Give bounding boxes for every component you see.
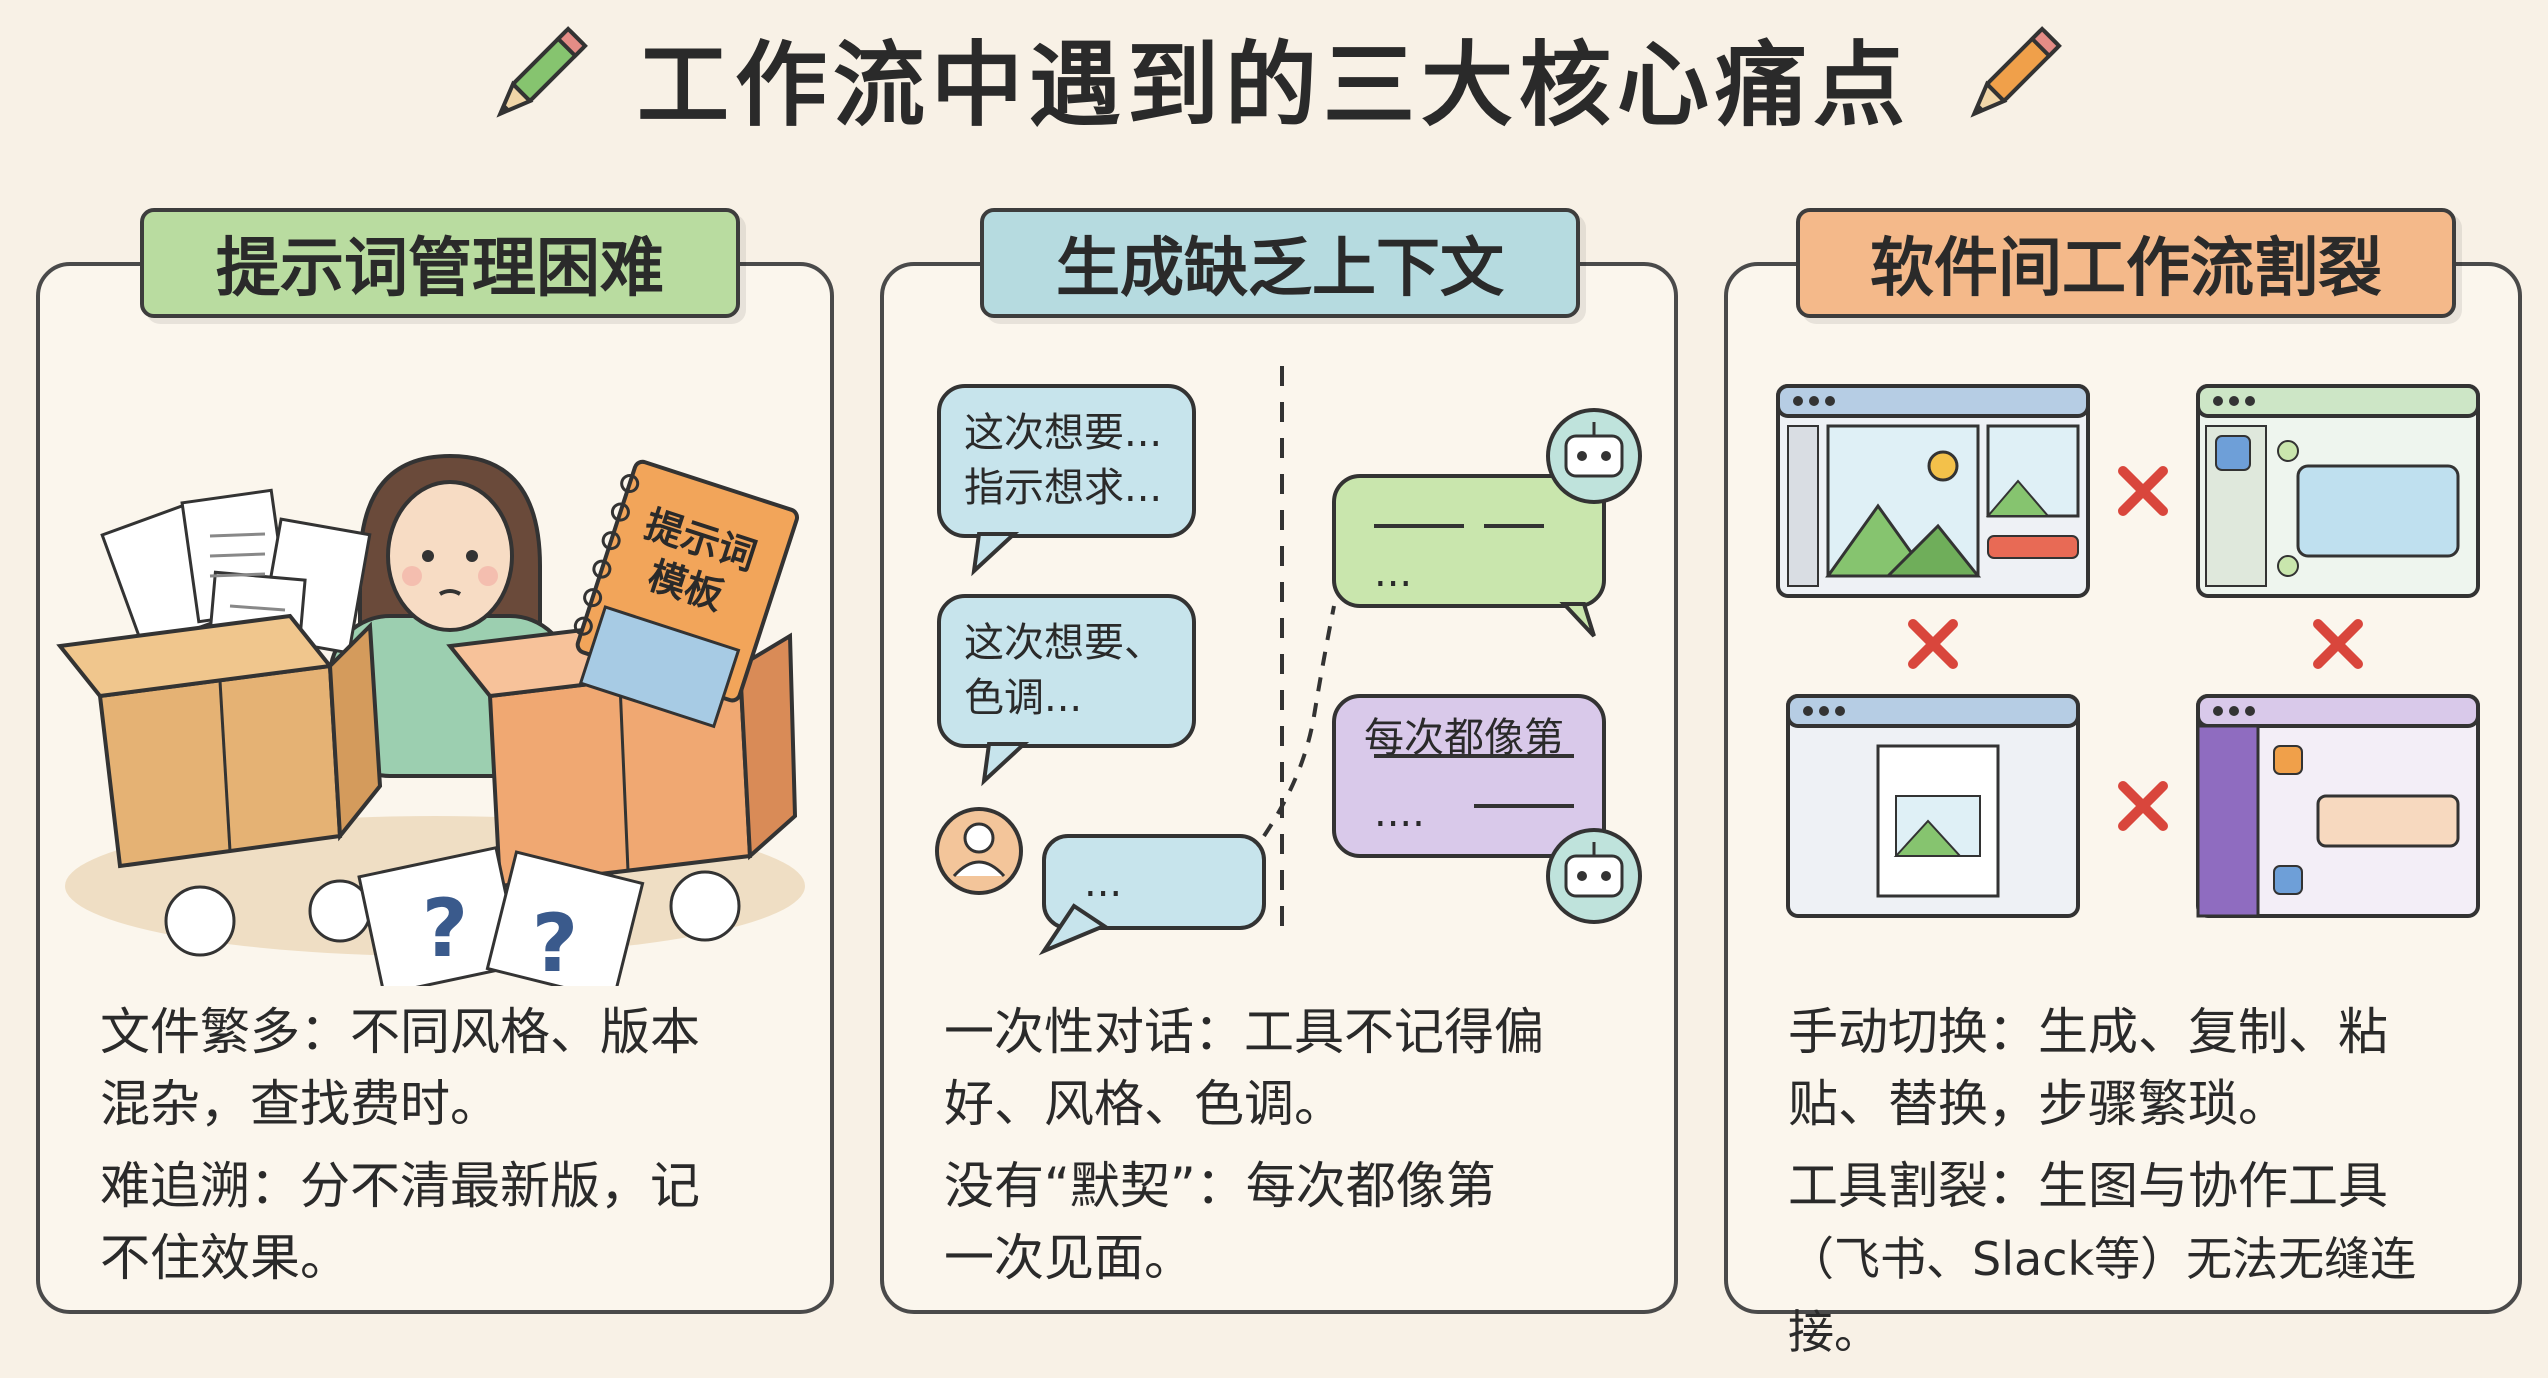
- text-line: 一次见面。: [944, 1229, 1194, 1287]
- text-line: 不住效果。: [100, 1229, 350, 1287]
- notebook-illustration: 提示词 模板: [573, 459, 800, 729]
- panel-heading: 生成缺乏上下文: [980, 208, 1580, 318]
- user-avatar-icon: [935, 807, 1023, 895]
- panel-text: 文件繁多：不同风格、版本混杂，查找费时。 难追溯：分不清最新版，记不住效果。: [100, 996, 800, 1304]
- panel-text: 手动切换：生成、复制、粘贴、替换，步骤繁琐。 工具割裂：生图与协作工具 （飞书、S…: [1788, 996, 2508, 1378]
- panel-lacking-context: 这次想要... 指示想求... 这次想要、 色调... ... ... 每次都像…: [880, 262, 1678, 1314]
- page-title: 工作流中遇到的三大核心痛点: [636, 31, 1911, 139]
- app-window: [1776, 384, 2090, 598]
- bubble-text: ...: [1084, 860, 1122, 906]
- text-line: 难追溯：分不清最新版，记: [100, 1157, 700, 1215]
- text-line: 手动切换：生成、复制、粘: [1788, 1003, 2388, 1061]
- text-line: 混杂，查找费时。: [100, 1075, 500, 1133]
- pencil-icon: [496, 26, 588, 118]
- pencil-icon: [1970, 26, 2062, 118]
- illustration-windows: [1776, 384, 2480, 918]
- text-line: 工具割裂：生图与协作工具: [1788, 1157, 2388, 1215]
- text-line: （飞书、Slack等）无法无缝连接。: [1788, 1232, 2417, 1359]
- text-line: 一次性对话：工具不记得偏: [944, 1003, 1544, 1061]
- illustration-boxes: 提示词 模板 ? ?: [56, 453, 805, 986]
- text-line: 没有“默契”：每次都像第: [944, 1157, 1496, 1215]
- panel-text: 一次性对话：工具不记得偏好、风格、色调。 没有“默契”：每次都像第一次见面。: [944, 996, 1644, 1304]
- bubble-text: 这次想要、: [964, 620, 1164, 666]
- person-illustration: [328, 453, 572, 778]
- panel-prompt-management: 提示词 模板 ? ? 文件繁多：不同风格、版本混杂，查找费时。 难追溯：分不清最…: [36, 262, 834, 1314]
- bubble-text: 每次都像第: [1364, 715, 1564, 761]
- app-window: [2196, 694, 2480, 918]
- bubble-text: 色调...: [964, 675, 1082, 721]
- panel-workflow-fragmented: 手动切换：生成、复制、粘贴、替换，步骤繁琐。 工具割裂：生图与协作工具 （飞书、S…: [1724, 262, 2522, 1359]
- text-line: 文件繁多：不同风格、版本: [100, 1003, 700, 1061]
- robot-icon: [1546, 408, 1642, 504]
- question-mark: ?: [422, 882, 468, 975]
- question-mark: ?: [532, 897, 578, 986]
- bubble-text: ...: [1374, 550, 1412, 596]
- text-line: 贴、替换，步骤繁琐。: [1788, 1075, 2288, 1133]
- title-row: 工作流中遇到的三大核心痛点: [0, 12, 2548, 142]
- illustration-chat: 这次想要... 指示想求... 这次想要、 色调... ... ... 每次都像…: [935, 366, 1642, 956]
- bubble-text: ....: [1374, 790, 1425, 836]
- text-line: 好、风格、色调。: [944, 1075, 1344, 1133]
- bubble-text: 这次想要...: [964, 410, 1162, 456]
- app-window: [2196, 384, 2480, 598]
- panel-heading: 提示词管理困难: [140, 208, 740, 318]
- bubble-text: 指示想求...: [964, 465, 1162, 511]
- robot-icon: [1546, 828, 1642, 924]
- app-window: [1786, 694, 2080, 918]
- panel-heading: 软件间工作流割裂: [1796, 208, 2456, 318]
